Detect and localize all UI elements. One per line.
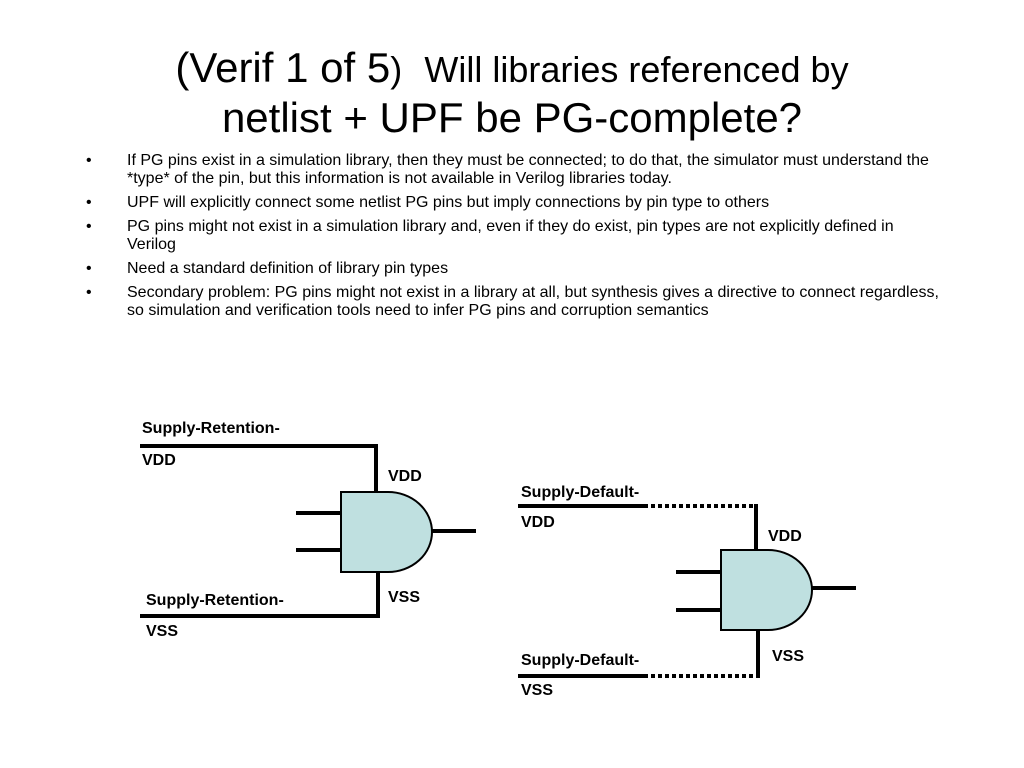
right-circuit xyxy=(518,504,856,678)
left-circuit xyxy=(140,444,476,618)
right-and-gate xyxy=(720,549,813,631)
title-part-1: (Verif 1 of 5 xyxy=(175,44,391,91)
right-vdd-pin-label: VDD xyxy=(768,528,802,545)
right-vss-pin-label: VSS xyxy=(772,648,805,665)
right-supply-vdd-label-line2: VDD xyxy=(521,514,555,531)
bullet-item: If PG pins exist in a simulation library… xyxy=(84,152,944,188)
left-and-gate xyxy=(340,491,433,573)
title-part-3: Will libraries referenced by xyxy=(424,49,849,90)
left-supply-vss-label-line2: VSS xyxy=(146,623,179,640)
right-supply-vss-label-line2: VSS xyxy=(521,682,554,699)
left-supply-vdd-label-line1: Supply-Retention- xyxy=(142,420,280,437)
title-part-2: ) xyxy=(390,49,403,90)
bullet-item: PG pins might not exist in a simulation … xyxy=(84,218,944,254)
right-supply-vss-label-line1: Supply-Default- xyxy=(521,652,640,669)
left-vss-pin-label: VSS xyxy=(388,589,421,606)
slide-title: (Verif 1 of 5) Will libraries referenced… xyxy=(40,44,984,143)
left-supply-vdd-label-line2: VDD xyxy=(142,452,176,469)
bullet-item: UPF will explicitly connect some netlist… xyxy=(84,194,944,212)
bullet-item: Secondary problem: PG pins might not exi… xyxy=(84,284,944,320)
title-line-2: netlist + UPF be PG-complete? xyxy=(221,94,803,141)
right-supply-vdd-label-line1: Supply-Default- xyxy=(521,484,640,501)
left-supply-vss-label-line1: Supply-Retention- xyxy=(146,592,284,609)
left-vdd-pin-label: VDD xyxy=(388,468,422,485)
bullet-list: If PG pins exist in a simulation library… xyxy=(84,152,944,326)
bullet-item: Need a standard definition of library pi… xyxy=(84,260,944,278)
